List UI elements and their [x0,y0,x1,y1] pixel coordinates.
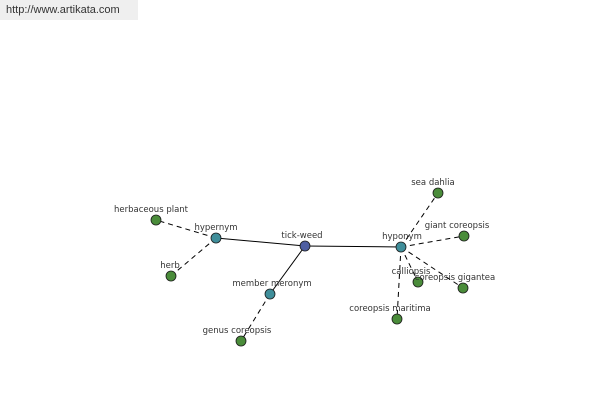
label-member-meronym: member meronym [232,279,311,289]
node-herb[interactable] [165,270,177,282]
node-calliopsis[interactable] [412,276,424,288]
edge-meronym-genus-coreopsis [240,293,271,342]
node-genus-coreopsis[interactable] [235,335,247,347]
nodes [150,187,470,347]
node-coreopsis-gigantea[interactable] [457,282,469,294]
url-banner: http://www.artikata.com [0,0,138,20]
node-hypernym[interactable] [210,232,222,244]
edge-hyponym-sea-dahlia [400,192,439,248]
node-herbaceous-plant[interactable] [150,214,162,226]
node-member-meronym[interactable] [264,288,276,300]
edge-hypernym-herb [170,237,217,277]
label-giant-coreopsis: giant coreopsis [425,221,490,231]
edge-hyponym-calliopsis [400,246,419,283]
edges [155,192,465,342]
label-coreopsis-maritima: coreopsis maritima [349,304,430,314]
label-calliopsis: calliopsis [392,267,431,277]
edge-hyponym-coreopsis-gigantea [400,246,464,289]
label-genus-coreopsis: genus coreopsis [203,326,272,336]
label-tickweed: tick-weed [281,231,322,241]
label-herb: herb [160,261,180,271]
label-hyponym: hyponym [382,232,422,242]
label-hypernym: hypernym [194,223,237,233]
label-herbaceous-plant: herbaceous plant [114,205,189,215]
node-giant-coreopsis[interactable] [458,230,470,242]
edge-tickweed-hypernym [215,237,306,247]
site-link[interactable]: http://www.artikata.com [6,4,120,16]
node-tickweed[interactable] [299,240,311,252]
edge-tickweed-hyponym [304,245,402,248]
edge-tickweed-member-meronym [269,245,306,295]
edge-hypernym-herbaceous-plant [155,219,217,239]
edge-hyponym-giant-coreopsis [400,235,465,248]
label-sea-dahlia: sea dahlia [411,178,455,188]
node-hyponym[interactable] [395,241,407,253]
node-coreopsis-maritima[interactable] [391,313,403,325]
labels: tick-weed hypernym hyponym member merony… [114,178,495,336]
edge-hyponym-coreopsis-maritima [396,246,402,320]
node-sea-dahlia[interactable] [432,187,444,199]
label-coreopsis-gigantea: coreopsis gigantea [415,273,495,283]
